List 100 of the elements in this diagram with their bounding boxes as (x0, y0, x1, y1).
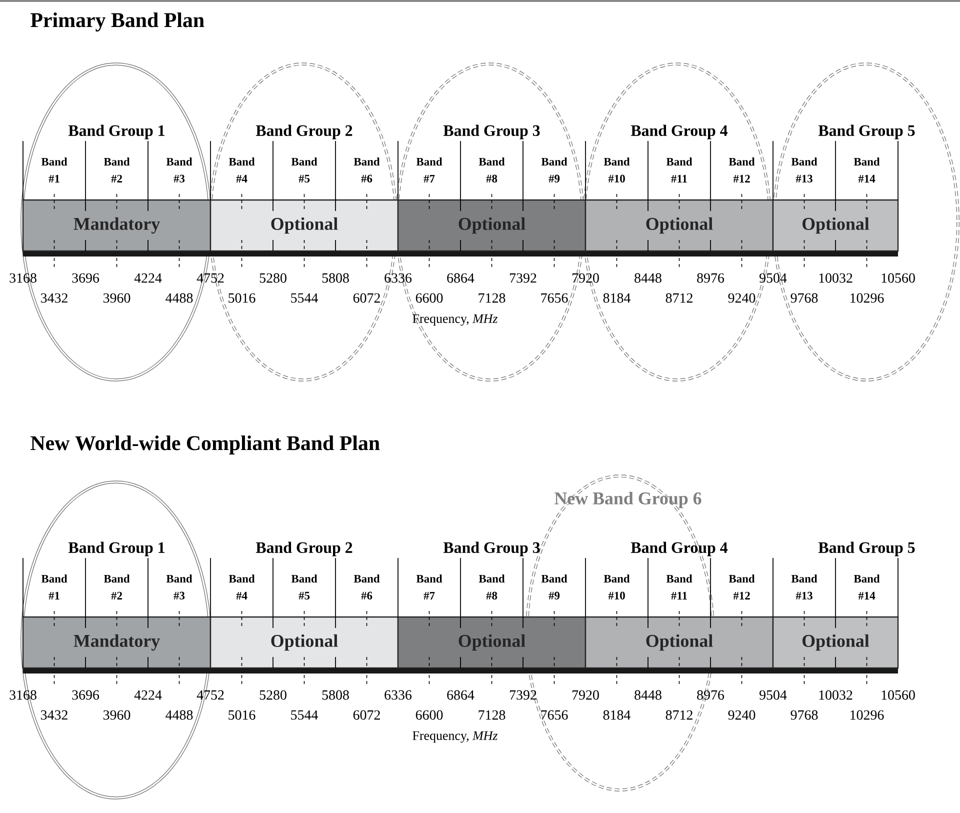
frequency-value: 7392 (510, 690, 536, 700)
band-bar: Optional (210, 199, 399, 252)
band-label: Band #3 (166, 574, 192, 600)
frequency-value: 4752 (196, 273, 224, 283)
frequency-value: 3696 (72, 690, 100, 700)
band-label: Band #14 (854, 158, 880, 182)
frequency-value: 3432 (40, 293, 68, 303)
frequency-value: 8184 (603, 710, 630, 720)
frequency-value: 6600 (416, 293, 443, 303)
frequency-value: 8448 (634, 690, 662, 700)
band-bar: Mandatory (22, 616, 212, 669)
frequency-value: 7656 (541, 293, 568, 303)
band-label: Band #1 (41, 574, 68, 600)
band-bar: Optional (397, 199, 586, 252)
band-label: Band #12 (728, 574, 755, 600)
frequency-value: 7392 (510, 273, 536, 283)
group-label: Band Group 3 (443, 542, 540, 556)
frequency-value: 5808 (322, 273, 349, 283)
frequency-value: 3168 (10, 273, 36, 283)
frequency-value: 8712 (666, 293, 692, 303)
frequency-value: 8976 (697, 690, 724, 700)
band-label: Band #8 (478, 574, 505, 600)
frequency-value: 10032 (819, 690, 852, 700)
frequency-value: 5544 (291, 293, 318, 303)
frequency-value: 10296 (850, 710, 884, 720)
band-label: Band #5 (291, 158, 318, 182)
band-label: Band #10 (604, 574, 630, 600)
band-label: Band #9 (541, 574, 568, 600)
band-label: Band #6 (354, 574, 380, 600)
frequency-value: 10560 (882, 273, 915, 283)
frequency-value: 10296 (850, 293, 884, 303)
band-label: Band #12 (728, 158, 755, 182)
frequency-value: 9240 (728, 710, 756, 720)
band-label: Band #5 (291, 574, 318, 600)
frequency-value: 5280 (260, 273, 286, 283)
band-label: Band #1 (41, 158, 68, 182)
group-label: Band Group 5 (818, 542, 915, 556)
frequency-value: 8448 (634, 273, 662, 283)
frequency-value: 4752 (196, 690, 224, 700)
band-label: Band #14 (854, 574, 880, 600)
band-label: Band #7 (416, 574, 442, 600)
band-label: Band #11 (666, 574, 692, 600)
frequency-value: 9768 (790, 710, 818, 720)
frequency-value: 6600 (416, 710, 443, 720)
group-label: Band Group 4 (630, 124, 728, 140)
group-label: Band Group 3 (443, 124, 540, 140)
frequency-value: 4488 (166, 710, 193, 720)
frequency-value: 9504 (760, 690, 787, 700)
frequency-value: 5544 (291, 710, 318, 720)
frequency-value: 3960 (103, 293, 130, 303)
frequency-value: 4224 (134, 273, 162, 283)
group-label: Band Group 1 (68, 124, 164, 140)
group-label: Band Group 2 (256, 542, 352, 556)
frequency-value: 7128 (478, 710, 506, 720)
band-label: Band #2 (104, 574, 130, 600)
frequency-value: 10032 (819, 273, 852, 283)
frequency-value: 5016 (228, 293, 256, 303)
frequency-value: 7920 (572, 690, 599, 700)
frequency-value: 5016 (228, 710, 256, 720)
group-label: Band Group 5 (818, 124, 915, 140)
band-bar: Optional (584, 199, 774, 252)
band-label: Band #2 (104, 158, 130, 182)
frequency-value: 8712 (666, 710, 692, 720)
frequency-value: 9504 (760, 273, 787, 283)
frequency-value: 3960 (103, 710, 130, 720)
frequency-value: 6864 (447, 273, 474, 283)
band-label: Band #3 (166, 158, 192, 182)
frequency-value: 9240 (728, 293, 756, 303)
group-label: Band Group 4 (630, 542, 728, 556)
band-bar: Mandatory (22, 199, 212, 252)
band-label: Band #4 (228, 158, 255, 182)
band-label: Band #7 (416, 158, 442, 182)
frequency-value: 4488 (166, 293, 193, 303)
frequency-value: 5280 (260, 690, 286, 700)
axis-label: Frequency, MHz (412, 314, 498, 326)
band-bar: Optional (397, 616, 586, 669)
frequency-value: 7656 (541, 710, 568, 720)
frequency-value: 8976 (697, 273, 724, 283)
band-label: Band #6 (354, 158, 380, 182)
band-bar: Optional (210, 616, 399, 669)
band-bar: Optional (772, 616, 899, 669)
frequency-value: 6072 (353, 293, 380, 303)
frequency-value: 3696 (72, 273, 100, 283)
frequency-value: 3168 (10, 690, 36, 700)
plan-title: Primary Band Plan (30, 12, 204, 32)
frequency-value: 6072 (353, 710, 380, 720)
frequency-value: 9768 (790, 293, 818, 303)
band-label: Band #10 (604, 158, 630, 182)
group-label: Band Group 1 (68, 542, 164, 556)
band-label: Band #13 (791, 574, 818, 600)
plan-title: New World-wide Compliant Band Plan (30, 436, 380, 454)
frequency-value: 7128 (478, 293, 506, 303)
frequency-value: 6336 (384, 273, 412, 283)
frequency-value: 4224 (134, 690, 162, 700)
band-label: Band #13 (791, 158, 818, 182)
band-label: Band #11 (666, 158, 692, 182)
frequency-value: 6864 (447, 690, 474, 700)
band-bar: Optional (772, 199, 899, 252)
group-label: Band Group 2 (256, 124, 352, 140)
band-label: Band #8 (478, 158, 505, 182)
